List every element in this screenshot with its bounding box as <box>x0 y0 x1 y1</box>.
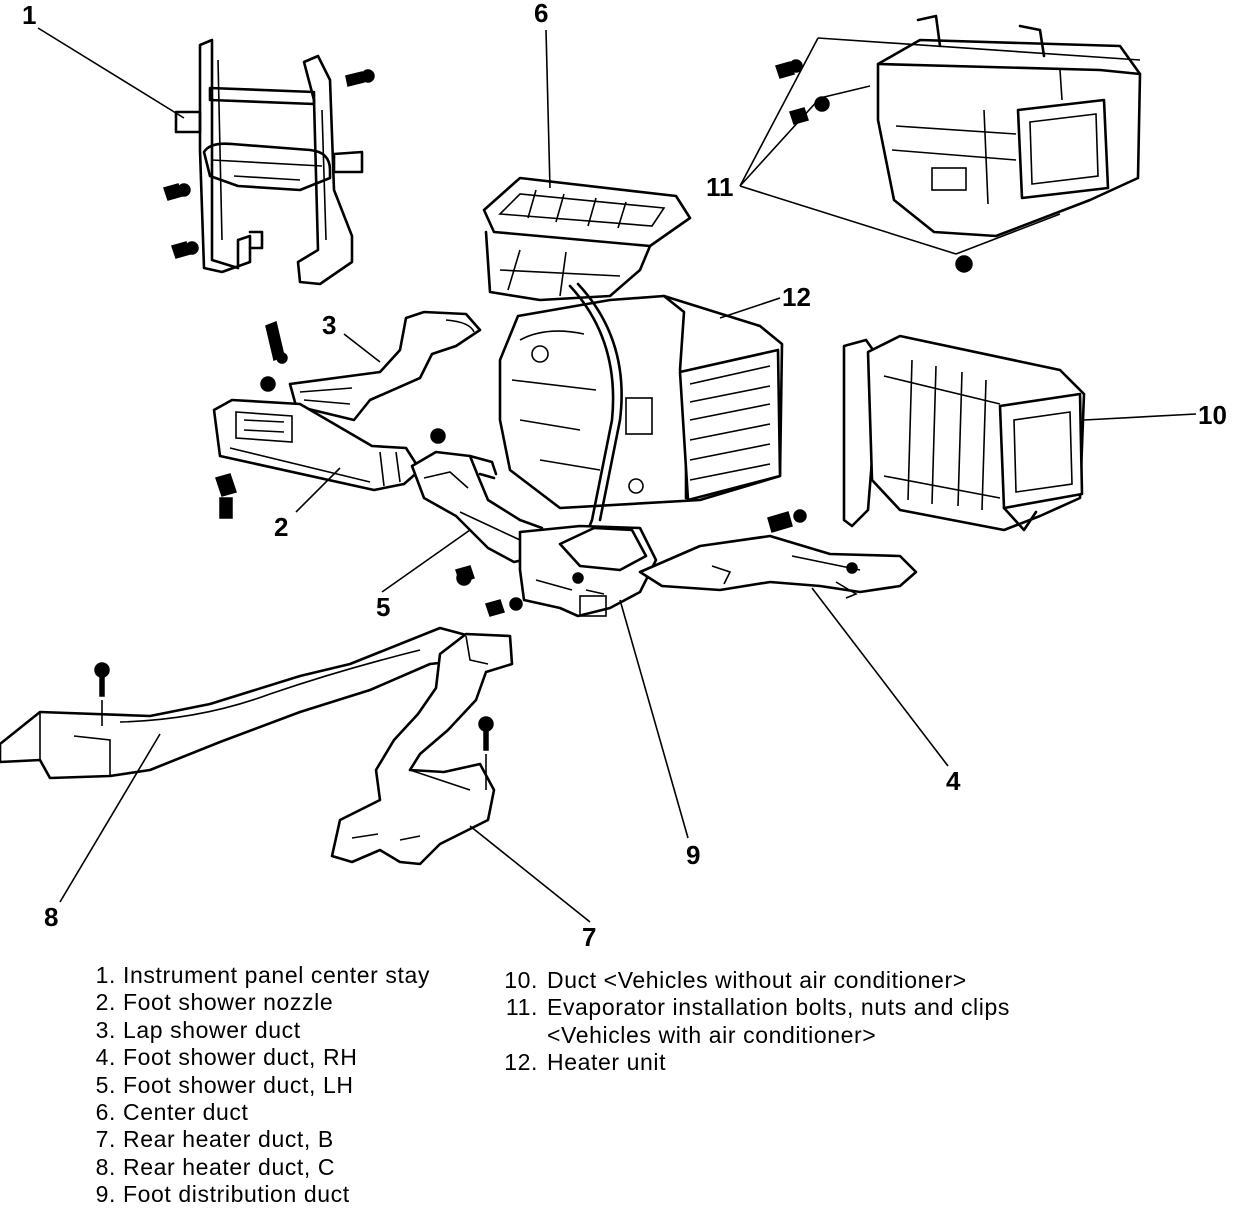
foot-shower-duct-lh <box>410 450 544 564</box>
clip-icon <box>955 255 973 273</box>
parts-legend-left: 1.Instrument panel center stay 2.Foot sh… <box>88 962 430 1209</box>
legend-item: 7.Rear heater duct, B <box>95 1126 334 1153</box>
legend-item: 4.Foot shower duct, RH <box>95 1044 358 1071</box>
center-duct <box>482 176 692 302</box>
legend-item: 2.Foot shower nozzle <box>95 989 334 1016</box>
bolt-icon <box>485 597 523 617</box>
callout-1: 1 <box>22 0 36 30</box>
callout-numbers: 1 2 3 4 5 6 7 8 9 10 11 12 <box>22 0 1227 952</box>
callout-9: 9 <box>686 840 700 870</box>
callout-8: 8 <box>44 902 58 932</box>
heater-unit <box>498 282 784 542</box>
leader-lines <box>37 27 1197 923</box>
bolt-icon <box>455 565 475 586</box>
callout-3: 3 <box>322 310 336 340</box>
clip-icon <box>265 320 288 364</box>
clip-icon <box>260 376 276 392</box>
screw-icon <box>478 716 494 790</box>
callout-2: 2 <box>274 512 288 542</box>
callout-12: 12 <box>782 282 811 312</box>
bolt-icon <box>163 183 191 201</box>
bolt-icon <box>775 59 803 79</box>
legend-item: 12.Heater unit <box>504 1049 667 1076</box>
exploded-view-diagram: 1 2 3 4 5 6 7 8 9 10 11 12 <box>0 0 1227 952</box>
callout-6: 6 <box>534 0 548 28</box>
clip-icon <box>430 428 446 444</box>
legend-item: 9.Foot distribution duct <box>95 1181 350 1208</box>
legend-item: 6.Center duct <box>95 1099 249 1126</box>
rear-heater-duct-b <box>330 632 514 866</box>
foot-shower-duct-rh <box>638 534 918 599</box>
parts-legend-right: 10.Duct <Vehicles without air conditione… <box>500 967 1010 1077</box>
legend-item: 10.Duct <Vehicles without air conditione… <box>504 967 967 993</box>
bolt-icon <box>345 69 375 87</box>
evaporator-unit <box>876 14 1142 238</box>
lap-shower-duct <box>288 310 482 422</box>
legend-item: 3.Lap shower duct <box>95 1016 301 1043</box>
legend-item: 11.Evaporator installation bolts, nuts a… <box>505 994 1010 1021</box>
callout-7: 7 <box>582 922 596 952</box>
foot-distribution-duct <box>518 524 658 618</box>
duct-without-ac <box>842 334 1086 532</box>
foot-shower-nozzle <box>212 398 422 492</box>
screw-icon <box>94 662 110 726</box>
callout-4: 4 <box>946 766 961 796</box>
legend-item: 8.Rear heater duct, C <box>95 1153 336 1180</box>
clip-icon <box>215 473 237 519</box>
legend-item: 5.Foot shower duct, LH <box>95 1071 354 1098</box>
callout-5: 5 <box>376 592 390 622</box>
bolt-icon <box>767 509 807 533</box>
callout-11: 11 <box>706 172 734 202</box>
bolt-icon <box>789 96 830 125</box>
callout-10: 10 <box>1198 400 1227 430</box>
legend-item-continuation: <Vehicles with air conditioner> <box>547 1021 877 1048</box>
legend-item: 1.Instrument panel center stay <box>95 962 431 988</box>
instrument-panel-center-stay <box>174 38 364 286</box>
bolt-icon <box>171 241 199 259</box>
